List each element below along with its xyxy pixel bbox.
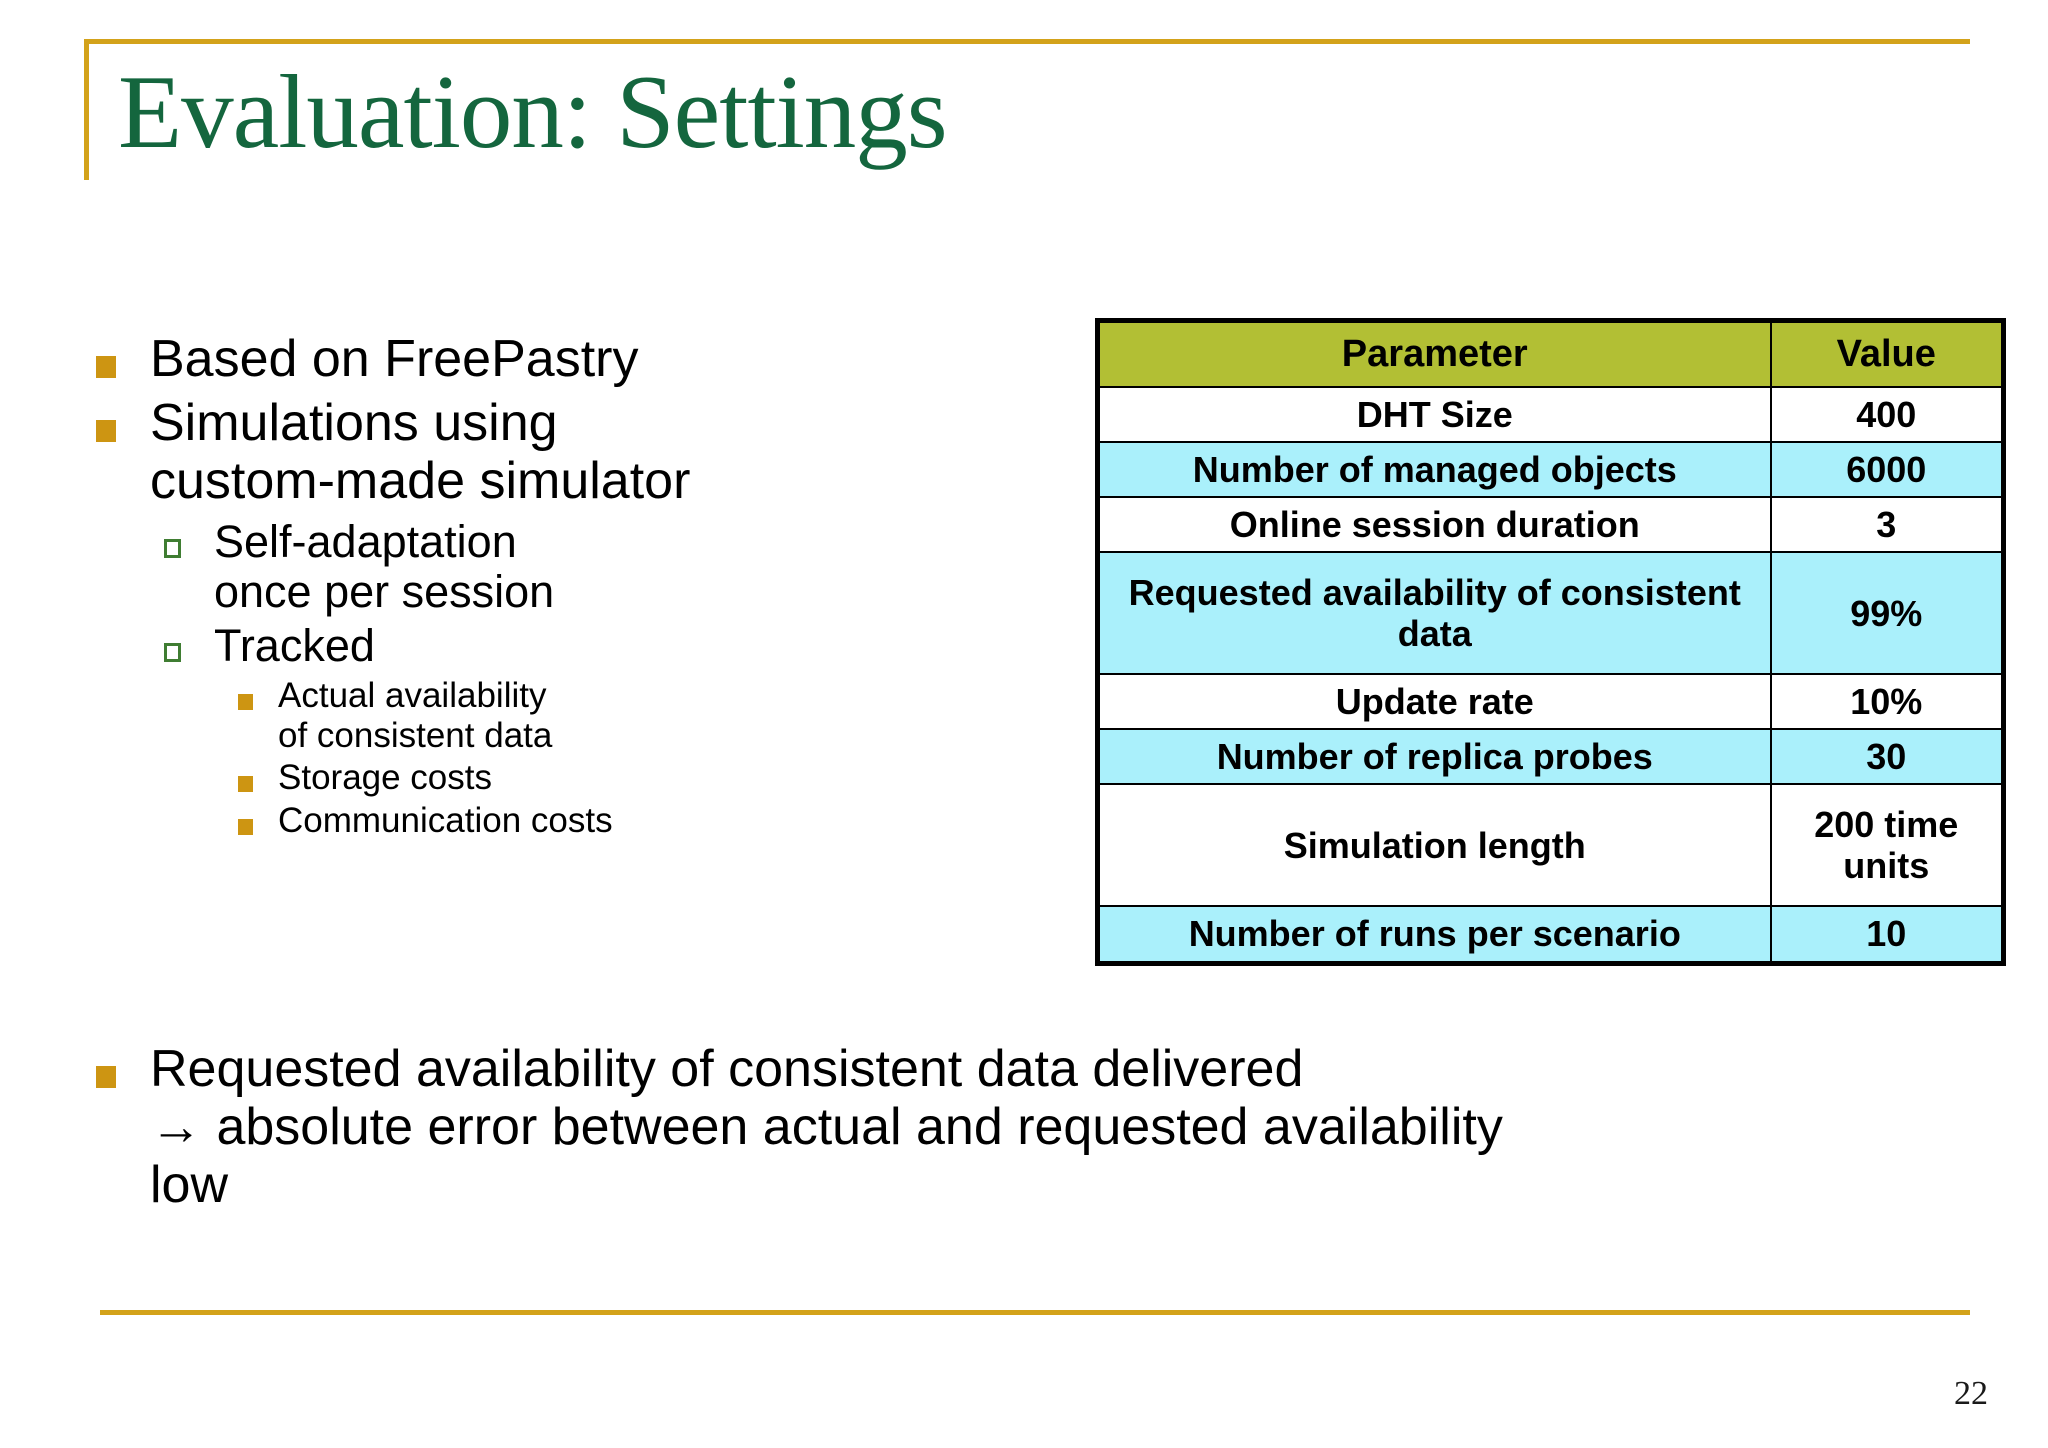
- square-bullet-icon: [96, 356, 118, 378]
- bullet-line-2: → absolute error between actual and requ…: [150, 1098, 1503, 1157]
- table-row: Simulation length 200 time units: [1096, 783, 2005, 908]
- table-row: Number of runs per scenario 10: [1096, 905, 2005, 964]
- bullet-line-2: custom-made simulator: [150, 452, 691, 511]
- parameters-table-container: Parameter Value DHT Size 400 Number of m…: [1095, 318, 2006, 966]
- bullet-item-self-adaptation: Self-adaptation once per session: [164, 515, 996, 618]
- bullet-line-2: of consistent data: [278, 716, 553, 756]
- bullet-label: Tracked: [214, 620, 375, 672]
- bullet-line-1: Self-adaptation: [214, 515, 517, 567]
- bullet-item-storage-costs: Storage costs: [238, 758, 996, 798]
- frame-bottom-rule: [100, 1310, 1970, 1315]
- square-bullet-icon: [96, 420, 118, 443]
- square-bullet-icon: [238, 693, 254, 710]
- cell-parameter: Number of managed objects: [1096, 441, 1772, 499]
- square-outline-bullet-icon: [164, 643, 184, 663]
- bullet-item-actual-availability: Actual availability of consistent data: [238, 676, 996, 757]
- square-bullet-icon: [238, 818, 254, 835]
- cell-parameter: Simulation length: [1096, 783, 1772, 908]
- page-number: 22: [1954, 1375, 1988, 1412]
- bullet-line-1: Actual availability: [278, 675, 547, 715]
- bullet-line-2: once per session: [214, 566, 555, 618]
- cell-parameter: Number of runs per scenario: [1096, 905, 1772, 964]
- bullet-label: Requested availability of consistent dat…: [150, 1040, 1503, 1215]
- body-content: Based on FreePastry Simulations using cu…: [96, 330, 996, 843]
- cell-value: 400: [1769, 386, 2005, 444]
- cell-parameter: DHT Size: [1096, 386, 1772, 444]
- frame-top-rule: [84, 39, 1970, 44]
- bullet-item-based-on-freepastry: Based on FreePastry: [96, 330, 996, 388]
- frame-left-rule: [84, 39, 89, 180]
- bullet-label: Actual availability of consistent data: [278, 676, 552, 757]
- table-row: Number of managed objects 6000: [1096, 441, 2005, 499]
- square-outline-bullet-icon: [164, 538, 184, 558]
- bullet-label: Simulations using custom-made simulator: [150, 394, 690, 510]
- bullet-line-3: low: [150, 1156, 229, 1215]
- cell-parameter: Requested availability of consistent dat…: [1096, 551, 1772, 676]
- bullet-line-1: Simulations using: [150, 394, 558, 453]
- bullet-item-simulations-using: Simulations using custom-made simulator: [96, 394, 996, 510]
- table-row: DHT Size 400: [1096, 386, 2005, 444]
- table-row: Number of replica probes 30: [1096, 728, 2005, 786]
- cell-parameter: Online session duration: [1096, 496, 1772, 554]
- table-row: Update rate 10%: [1096, 673, 2005, 731]
- bullet-item-tracked: Tracked: [164, 621, 996, 671]
- cell-value: 10%: [1769, 673, 2005, 731]
- bullet-label: Storage costs: [278, 758, 492, 798]
- cell-value: 99%: [1769, 551, 2005, 676]
- table-row: Online session duration 3: [1096, 496, 2005, 554]
- table-header-row: Parameter Value: [1096, 319, 2005, 389]
- cell-value: 200 time units: [1769, 783, 2005, 908]
- cell-parameter: Number of replica probes: [1096, 728, 1772, 786]
- bullet-item-communication-costs: Communication costs: [238, 801, 996, 841]
- cell-value: 10: [1769, 905, 2005, 964]
- cell-value: 6000: [1769, 441, 2005, 499]
- cell-parameter: Update rate: [1096, 673, 1772, 731]
- parameters-table: Parameter Value DHT Size 400 Number of m…: [1095, 318, 2006, 966]
- page-title: Evaluation: Settings: [118, 53, 948, 170]
- column-header-parameter: Parameter: [1096, 319, 1772, 389]
- bullet-label: Self-adaptation once per session: [214, 515, 555, 618]
- square-bullet-icon: [96, 1066, 118, 1088]
- bullet-label: Based on FreePastry: [150, 330, 639, 388]
- column-header-value: Value: [1769, 319, 2005, 389]
- bullet-item-requested-availability-delivered: Requested availability of consistent dat…: [96, 1040, 1926, 1215]
- bullet-label: Communication costs: [278, 800, 613, 840]
- table-row: Requested availability of consistent dat…: [1096, 551, 2005, 676]
- bullet-line-1: Requested availability of consistent dat…: [150, 1040, 1304, 1098]
- square-bullet-icon: [238, 776, 254, 793]
- cell-value: 3: [1769, 496, 2005, 554]
- cell-value: 30: [1769, 728, 2005, 786]
